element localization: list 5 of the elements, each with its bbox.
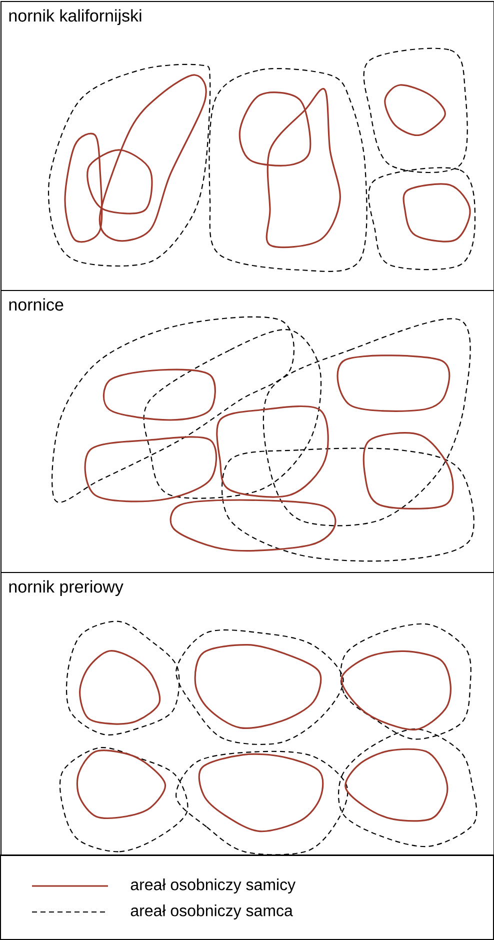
legend-text: areał osobniczy samca	[130, 904, 293, 920]
legend-text: areał osobniczy samicy	[130, 878, 296, 894]
panel: nornik kalifornijski	[0, 1, 494, 291]
panel: nornik preriowy	[0, 572, 494, 856]
panel: nornice	[0, 290, 494, 573]
